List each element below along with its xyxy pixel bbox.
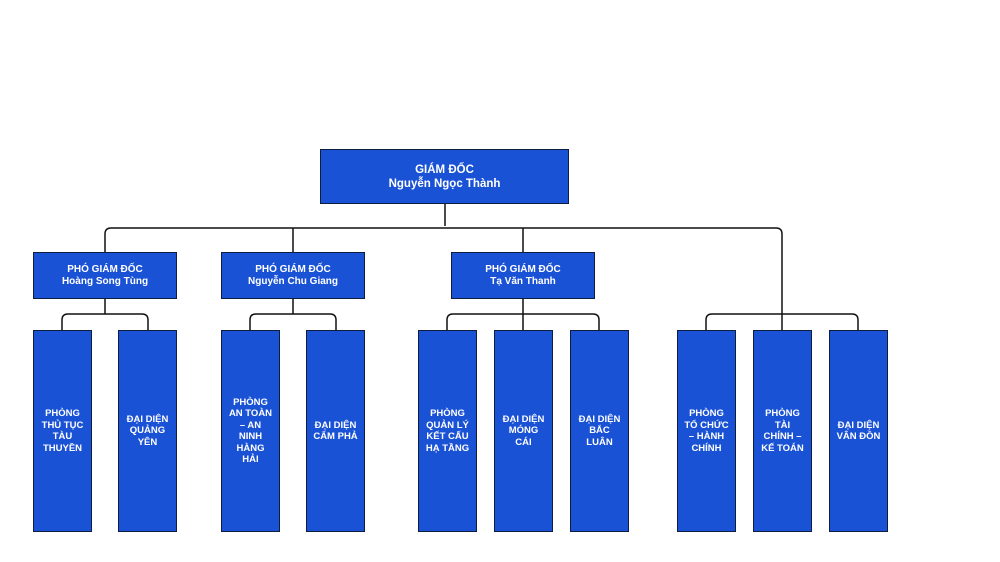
vice-director-name: Hoàng Song Tùng xyxy=(61,275,149,287)
vice-director-name: Nguyễn Chu Giang xyxy=(248,275,338,287)
director-name: Nguyễn Ngọc Thành xyxy=(388,177,501,190)
department-box: PHÒNG AN TOÀN – AN NINH HÀNG HẢI xyxy=(221,330,280,532)
vice-director-name: Tạ Văn Thanh xyxy=(490,275,556,287)
department-box: PHÒNG THỦ TỤC TÀU THUYỀN xyxy=(33,330,92,532)
department-box: ĐẠI DIỆN CẨM PHẢ xyxy=(306,330,365,532)
vp1-branch-line xyxy=(61,313,149,330)
department-box: PHÒNG TỔ CHỨC – HÀNH CHÍNH xyxy=(677,330,736,532)
vice-director-box-3: PHÓ GIÁM ĐỐC Tạ Văn Thanh xyxy=(451,252,595,299)
vice-director-box-2: PHÓ GIÁM ĐỐC Nguyễn Chu Giang xyxy=(221,252,365,299)
vice-director-title: PHÓ GIÁM ĐỐC xyxy=(255,263,331,275)
department-box: PHÒNG QUẢN LÝ KẾT CẤU HẠ TẦNG xyxy=(418,330,477,532)
department-box: ĐẠI DIỆN MÓNG CÁI xyxy=(494,330,553,532)
vp2-branch-line xyxy=(249,313,337,330)
direct-branch-line xyxy=(705,313,859,330)
vice-director-title: PHÓ GIÁM ĐỐC xyxy=(485,263,561,275)
vice-director-box-1: PHÓ GIÁM ĐỐC Hoàng Song Tùng xyxy=(33,252,177,299)
department-box: ĐẠI DIỆN BẮC LUÂN xyxy=(570,330,629,532)
director-box: GIÁM ĐỐC Nguyễn Ngọc Thành xyxy=(320,149,569,204)
level2-bus-line xyxy=(104,227,783,330)
vice-director-title: PHÓ GIÁM ĐỐC xyxy=(67,263,143,275)
department-box: ĐẠI DIỆN QUẢNG YÊN xyxy=(118,330,177,532)
department-box: PHÒNG TÀI CHÍNH – KẾ TOÁN xyxy=(753,330,812,532)
director-title: GIÁM ĐỐC xyxy=(415,163,474,176)
department-box: ĐẠI DIỆN VÂN ĐỒN xyxy=(829,330,888,532)
